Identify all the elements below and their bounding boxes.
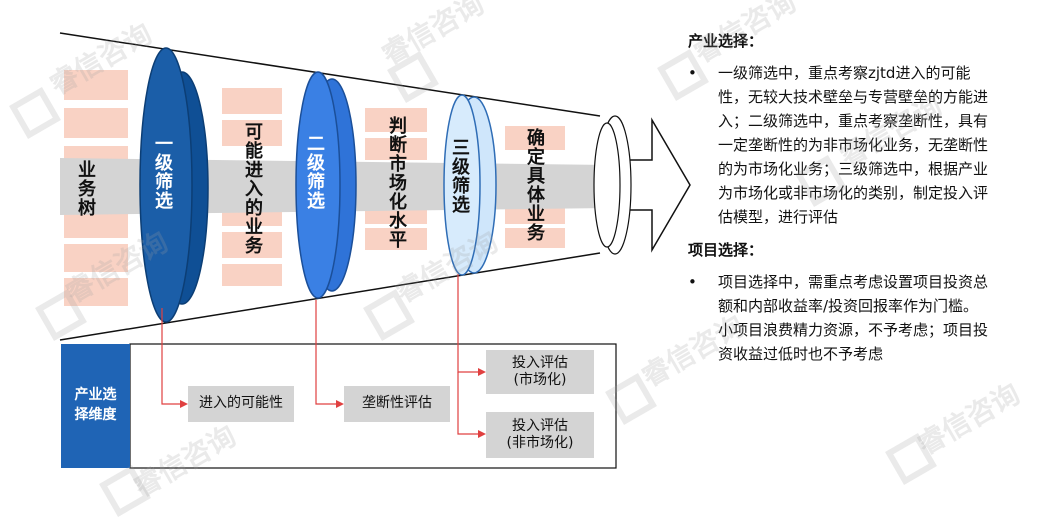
label-stage3: 三级筛选 bbox=[449, 138, 470, 214]
label-stage1: 一级筛选 bbox=[152, 134, 173, 210]
industry-bullet: • 一级筛选中，重点考察zjtd进入的可能性，无较大技术壁垒与专营壁垒的方能进入… bbox=[688, 61, 988, 229]
pink-blocks-col4 bbox=[505, 126, 565, 248]
description-panel: 产业选择： • 一级筛选中，重点考察zjtd进入的可能性，无较大技术壁垒与专营壁… bbox=[688, 30, 988, 366]
connectors bbox=[161, 274, 478, 435]
label-result3: 确定具体业务 bbox=[524, 128, 545, 242]
dimension-label-text: 产业选择维度 bbox=[74, 387, 117, 423]
ring-stage1 bbox=[139, 47, 209, 323]
box-entry-possibility: 进入的可能性 bbox=[188, 386, 294, 422]
box-investment-nonmarket: 投入评估 (非市场化) bbox=[486, 412, 594, 458]
ring-stage2 bbox=[295, 71, 357, 299]
project-bullet: • 项目选择中，需重点考虑设置项目投资总额和内部收益率/投资回报率作为门槛。小项… bbox=[688, 270, 988, 366]
industry-title: 产业选择： bbox=[688, 32, 764, 50]
project-text: 项目选择中，需重点考虑设置项目投资总额和内部收益率/投资回报率作为门槛。小项目浪… bbox=[718, 273, 989, 363]
label-result1: 可能进入的业务 bbox=[242, 122, 263, 255]
funnel-top-edge bbox=[59, 32, 601, 117]
label-business-tree: 业务树 bbox=[75, 160, 96, 217]
box-investment-market: 投入评估 (市场化) bbox=[486, 350, 594, 394]
industry-text: 一级筛选中，重点考察zjtd进入的可能性，无较大技术壁垒与专营壁垒的方能进入；二… bbox=[718, 64, 989, 226]
funnel-bottom-edge bbox=[59, 252, 601, 341]
ring-stage3 bbox=[443, 94, 497, 276]
pink-blocks-col3 bbox=[365, 108, 427, 250]
label-result2: 判断市场化水平 bbox=[386, 116, 407, 249]
project-title: 项目选择： bbox=[688, 241, 764, 259]
bullet-dot: • bbox=[688, 273, 697, 291]
label-stage2: 二级筛选 bbox=[304, 134, 325, 210]
final-ring bbox=[593, 115, 632, 255]
dimension-label: 产业选择维度 bbox=[61, 344, 130, 468]
bullet-dot: • bbox=[688, 64, 697, 82]
box-monopoly-assessment: 垄断性评估 bbox=[344, 386, 450, 422]
connector-arrowheads bbox=[180, 368, 486, 438]
